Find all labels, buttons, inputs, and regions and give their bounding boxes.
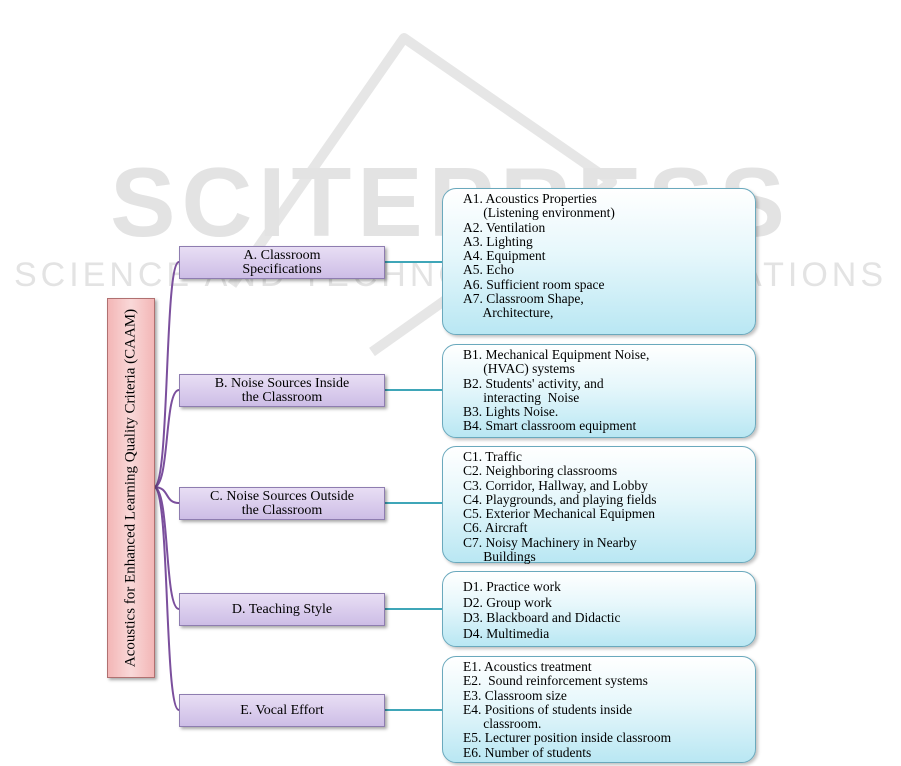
root-connector-e	[153, 486, 180, 711]
criteria-item: classroom.	[463, 717, 542, 732]
criteria-item: B2. Students' activity, and	[463, 376, 604, 391]
criteria-box-b: B1. Mechanical Equipment Noise, (HVAC) s…	[442, 344, 756, 438]
criteria-item: Architecture,	[463, 306, 554, 321]
criteria-item: E1. Acoustics treatment	[463, 660, 592, 674]
criteria-item: D4. Multimedia	[463, 625, 550, 641]
root-connector-b	[153, 389, 180, 488]
category-label-c: C. Noise Sources Outside the Classroom	[210, 488, 354, 518]
criteria-item: A4. Equipment	[463, 249, 546, 264]
criteria-item: A5. Echo	[463, 263, 514, 278]
criteria-item: B3. Lights Noise.	[463, 405, 559, 420]
criteria-item: D1. Practice work	[463, 579, 561, 594]
criteria-item: C1. Traffic	[463, 450, 523, 464]
criteria-item: Buildings	[463, 550, 536, 565]
category-node-a: A. Classroom Specifications	[179, 246, 385, 279]
category-label-b: B. Noise Sources Inside the Classroom	[214, 375, 350, 405]
criteria-item: C5. Exterior Mechanical Equipmen	[463, 507, 655, 522]
criteria-item: E5. Lecturer position inside classroom	[463, 731, 672, 746]
root-node: Acoustics for Enhanced Learning Quality …	[107, 298, 155, 678]
criteria-box-d: D1. Practice work D2. Group work D3. Bla…	[442, 571, 756, 647]
criteria-box-c: C1. Traffic C2. Neighboring classrooms C…	[442, 446, 756, 565]
criteria-box-a: A1. Acoustics Properties (Listening envi…	[442, 188, 756, 335]
criteria-item: A1. Acoustics Properties	[463, 192, 597, 206]
criteria-item: (HVAC) systems	[463, 362, 575, 377]
criteria-item: C2. Neighboring classrooms	[463, 464, 618, 479]
criteria-item: A2. Ventilation	[463, 220, 546, 235]
criteria-item: A7. Classroom Shape,	[463, 292, 584, 307]
criteria-item: B4. Smart classroom equipment	[463, 419, 637, 434]
criteria-item: (Listening environment)	[463, 206, 615, 221]
root-connector-c	[153, 486, 180, 504]
category-node-b: B. Noise Sources Inside the Classroom	[179, 374, 385, 407]
criteria-item: E2. Sound reinforcement systems	[463, 674, 648, 689]
criteria-box-e: E1. Acoustics treatment E2. Sound reinfo…	[442, 656, 756, 763]
root-connector-a	[153, 261, 180, 488]
category-node-c: C. Noise Sources Outside the Classroom	[179, 487, 385, 520]
criteria-item: C4. Playgrounds, and playing fields	[463, 492, 657, 507]
criteria-item: C3. Corridor, Hallway, and Lobby	[463, 478, 648, 493]
root-connector-d	[153, 486, 180, 610]
criteria-item: interacting Noise	[463, 390, 580, 405]
root-node-label: Acoustics for Enhanced Learning Quality …	[122, 308, 139, 668]
criteria-item: D2. Group work	[463, 594, 552, 610]
criteria-item: C7. Noisy Machinery in Nearby	[463, 535, 637, 550]
criteria-item: A3. Lighting	[463, 234, 533, 249]
criteria-item: E4. Positions of students inside	[463, 702, 633, 717]
category-label-e: E. Vocal Effort	[240, 702, 324, 718]
category-label-a: A. Classroom Specifications	[242, 247, 322, 277]
criteria-item: A6. Sufficient room space	[463, 277, 605, 292]
criteria-item: E3. Classroom size	[463, 688, 567, 703]
criteria-item: D3. Blackboard and Didactic	[463, 610, 621, 625]
category-label-d: D. Teaching Style	[231, 601, 333, 617]
category-node-e: E. Vocal Effort	[179, 694, 385, 727]
criteria-item: E6. Number of students	[463, 745, 592, 760]
criteria-item: B1. Mechanical Equipment Noise,	[463, 348, 650, 362]
criteria-item: C6. Aircraft	[463, 521, 528, 536]
category-node-d: D. Teaching Style	[179, 593, 385, 626]
